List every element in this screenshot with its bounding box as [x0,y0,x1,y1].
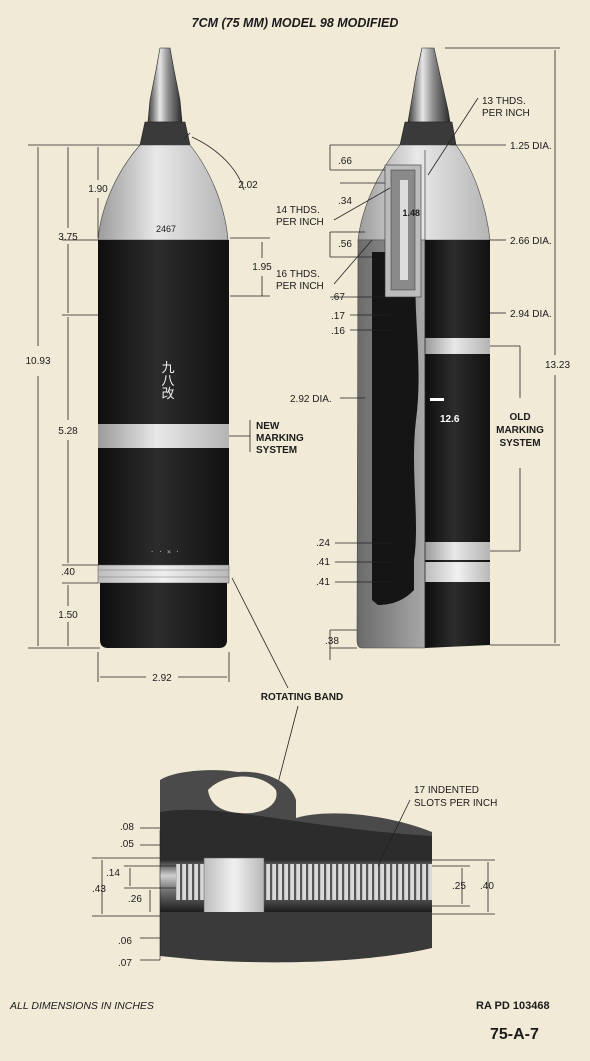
dim-024: .24 [316,538,330,549]
dim-041b: .41 [316,577,330,588]
right-shell-view: 12.6 1.48 [356,47,491,649]
dim-band-40: .40 [480,881,494,892]
label-rotating-band: ROTATING BAND [261,692,343,703]
marking-band-new [98,424,229,448]
dim-to-bourrelet: 3.75 [58,232,78,243]
dim-dia-125: 1.25 DIA. [510,141,552,152]
dim-056: .56 [338,239,352,250]
dim-band-43: .43 [92,884,106,895]
cut-marking: 12.6 [440,414,460,425]
label-slots-2: SLOTS PER INCH [414,798,497,809]
base-stamp: · · × · [150,548,180,556]
dim-band-26: .26 [128,894,142,905]
dim-017: .17 [331,311,345,322]
rotating-band-detail [159,770,432,963]
label-new-marking-3: SYSTEM [256,445,297,456]
dim-dia-294: 2.94 DIA. [510,309,552,320]
dim-041a: .41 [316,557,330,568]
dim-ogive: 1.90 [88,184,108,195]
label-old-marking-2: MARKING [496,425,544,436]
dim-067: .67 [331,292,345,303]
fuze-collar [139,121,191,146]
label-new-marking-1: NEW [256,421,280,432]
marking-band-old-upper [425,338,490,354]
footer-note: ALL DIMENSIONS IN INCHES [9,1000,154,1012]
left-dimension-lines [28,132,270,682]
shell-body-right [425,240,490,565]
label-old-marking-3: SYSTEM [499,438,540,449]
dim-016: .16 [331,326,345,337]
footer-ref: RA PD 103468 [476,1000,550,1012]
shell-body [98,240,229,565]
dim-diameter: 2.92 [152,673,172,684]
band-dimension-lines [92,799,495,961]
section-cavity [372,252,419,605]
band-highlight [203,857,265,915]
label-14-thds-1: 14 THDS. [276,205,320,216]
marking-band-old-lower [425,542,490,560]
dim-band-07: .07 [118,958,132,969]
fuze-tip-right [407,47,451,123]
label-slots-1: 17 INDENTED [414,785,479,796]
dim-body: 5.28 [58,426,78,437]
dim-ogive-arc: 2.02 [238,180,258,191]
rotating-band-right [425,562,490,582]
dim-band-05: .05 [120,839,134,850]
label-13-thds-2: PER INCH [482,108,530,119]
fuze-collar-right [399,121,457,146]
kanji-marking: 九八改 [159,361,175,400]
dim-034: .34 [338,196,352,207]
dim-band-25: .25 [452,881,466,892]
shell-base [100,583,227,648]
left-shell-view: 2467 九八改 · · × · [97,47,230,648]
band-cutout [208,776,277,814]
dim-base: 1.50 [58,610,78,621]
dim-bourrelet: 1.95 [252,262,272,273]
label-16-thds-1: 16 THDS. [276,269,320,280]
rotating-band [97,564,230,584]
label-14-thds-2: PER INCH [276,217,324,228]
label-old-marking-1: OLD [509,412,530,423]
label-13-thds-1: 13 THDS. [482,96,526,107]
dim-066: .66 [338,156,352,167]
dim-band-08: .08 [120,822,134,833]
band-section-bottom [160,912,432,963]
right-dimension-lines [329,47,560,660]
leader-rotating-band [231,577,289,689]
dim-band-06: .06 [118,936,132,947]
dim-038: .38 [325,636,339,647]
lot-number: 2467 [156,224,176,234]
fuze-tip [147,47,183,123]
dim-band-14: .14 [106,868,120,879]
figure-id: 75-A-7 [490,1026,539,1043]
dim-148: 1.48 [402,208,420,218]
dim-inner-dia: 2.92 DIA. [290,394,332,405]
dim-band-pos: .40 [61,567,75,578]
figure-title: 7CM (75 MM) MODEL 98 MODIFIED [192,16,399,30]
dim-dia-266: 2.66 DIA. [510,236,552,247]
shell-base-right [425,582,490,648]
label-16-thds-2: PER INCH [276,281,324,292]
dim-overall-right: 13.23 [545,360,570,371]
label-new-marking-2: MARKING [256,433,304,444]
dim-overall-left: 10.93 [25,356,50,367]
ogive-right [357,144,491,241]
